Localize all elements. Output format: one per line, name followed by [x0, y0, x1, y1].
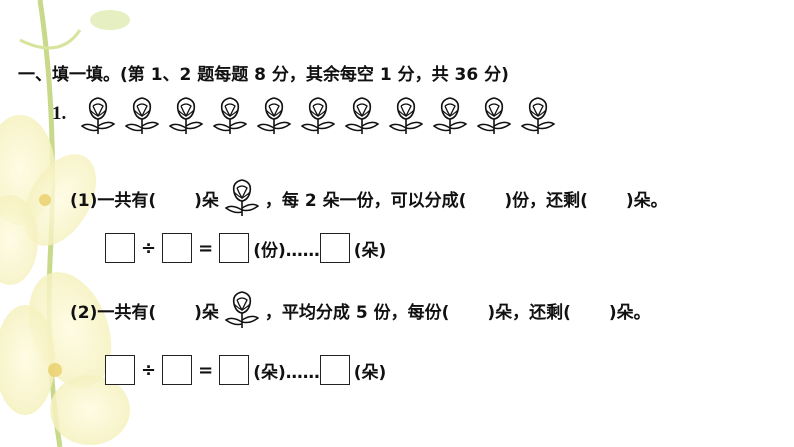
rose-icon — [221, 290, 263, 330]
rose-icon — [166, 96, 206, 140]
part1-equation: ÷ = (份)…… (朵) — [105, 233, 386, 263]
part1-box-dividend[interactable] — [105, 233, 135, 263]
part2-question: (2)一共有( )朵 ，平均分成 5 份，每份( )朵，还剩( )朵。 — [70, 290, 651, 330]
divide-sign: ÷ — [141, 359, 157, 381]
part1-text-c: ，每 2 朵一份，可以分成( — [264, 190, 467, 211]
rose-icon — [122, 96, 162, 140]
part1-text-a: (1)一共有( — [70, 190, 157, 211]
rose-icon — [430, 96, 470, 140]
part2-box-remainder[interactable] — [319, 355, 350, 385]
part2-text-d: )朵，还剩( — [487, 302, 571, 323]
part2-unit-2: (朵) — [353, 362, 387, 383]
part2-box-quotient[interactable] — [219, 355, 250, 385]
part2-unit-1: (朵)…… — [253, 362, 320, 383]
rose-icon — [210, 96, 250, 140]
rose-icon — [78, 96, 118, 140]
part2-text-c: ，平均分成 5 份，每份( — [264, 302, 450, 323]
part1-box-quotient[interactable] — [219, 233, 250, 263]
rose-icon — [254, 96, 294, 140]
part2-text-b: )朵 — [194, 302, 219, 323]
rose-icon — [474, 96, 514, 140]
rose-icon — [342, 96, 382, 140]
flower-row — [78, 96, 558, 140]
equals-sign: = — [198, 359, 214, 381]
part1-box-remainder[interactable] — [319, 233, 350, 263]
part1-box-divisor[interactable] — [162, 233, 193, 263]
part1-text-d: )份，还剩( — [504, 190, 588, 211]
part1-unit-1: (份)…… — [253, 240, 320, 261]
section-title: 一、填一填。(第 1、2 题每题 8 分，其余每空 1 分，共 36 分) — [18, 65, 509, 85]
part2-text-e: )朵。 — [608, 302, 651, 323]
part2-text-a: (2)一共有( — [70, 302, 157, 323]
part1-text-b: )朵 — [194, 190, 219, 211]
part2-box-divisor[interactable] — [162, 355, 193, 385]
part2-box-dividend[interactable] — [105, 355, 135, 385]
rose-icon — [298, 96, 338, 140]
equals-sign: = — [198, 237, 214, 259]
part1-text-e: )朵。 — [625, 190, 668, 211]
rose-icon — [221, 178, 263, 218]
part1-question: (1)一共有( )朵 ，每 2 朵一份，可以分成( )份，还剩( )朵。 — [70, 178, 668, 218]
rose-icon — [518, 96, 558, 140]
rose-icon — [386, 96, 426, 140]
question-number: 1. — [52, 103, 67, 124]
part2-equation: ÷ = (朵)…… (朵) — [105, 355, 386, 385]
part1-unit-2: (朵) — [353, 240, 387, 261]
divide-sign: ÷ — [141, 237, 157, 259]
